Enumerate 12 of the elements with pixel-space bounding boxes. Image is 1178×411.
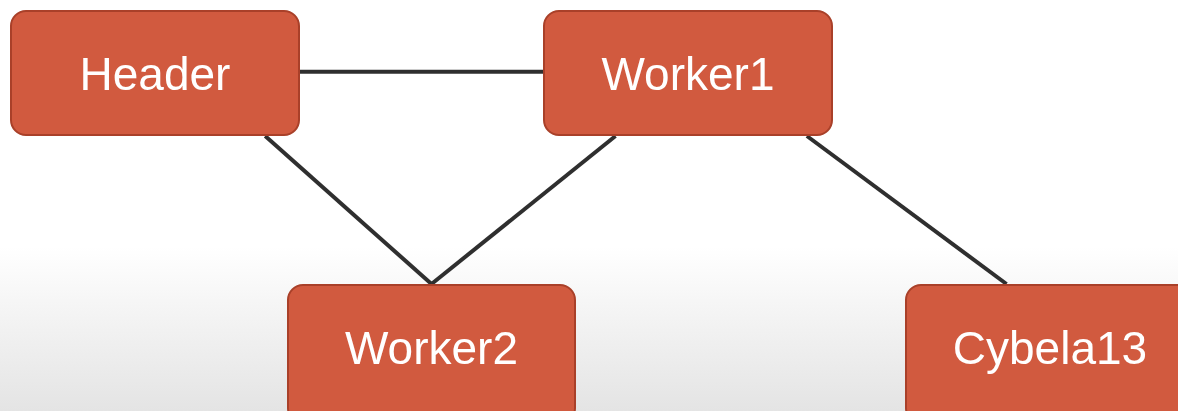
process-box — [287, 284, 576, 411]
connector-line — [263, 134, 433, 286]
process-box — [543, 10, 833, 136]
process-box — [10, 10, 300, 136]
connector-line — [805, 134, 1008, 286]
node-label: Cybela13 — [952, 321, 1148, 376]
process-box — [905, 284, 1178, 411]
connector-line — [430, 134, 617, 286]
node-label: Worker2 — [345, 321, 518, 376]
node-label: Header — [79, 47, 231, 102]
connector-line — [300, 69, 543, 74]
node-label: Worker1 — [601, 47, 775, 102]
